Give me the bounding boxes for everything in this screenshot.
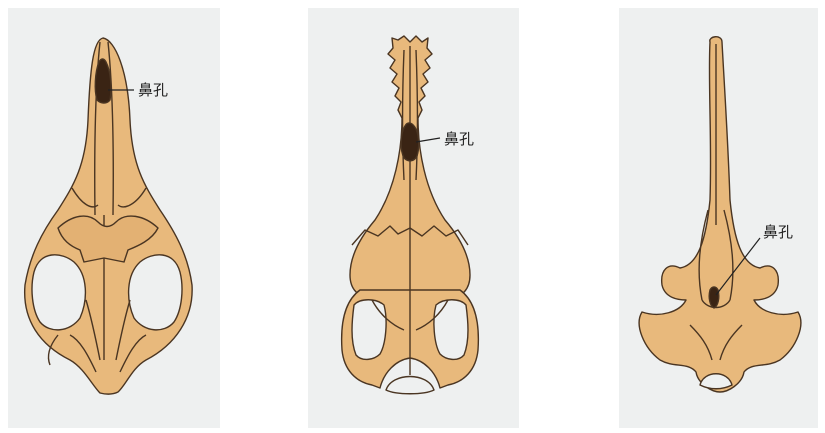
skull-3 <box>639 37 801 392</box>
skull-2 <box>342 36 479 394</box>
nostril-label-3: 鼻孔 <box>763 221 793 242</box>
nostril-label-1: 鼻孔 <box>138 79 168 100</box>
nostril-label-2: 鼻孔 <box>444 128 474 149</box>
